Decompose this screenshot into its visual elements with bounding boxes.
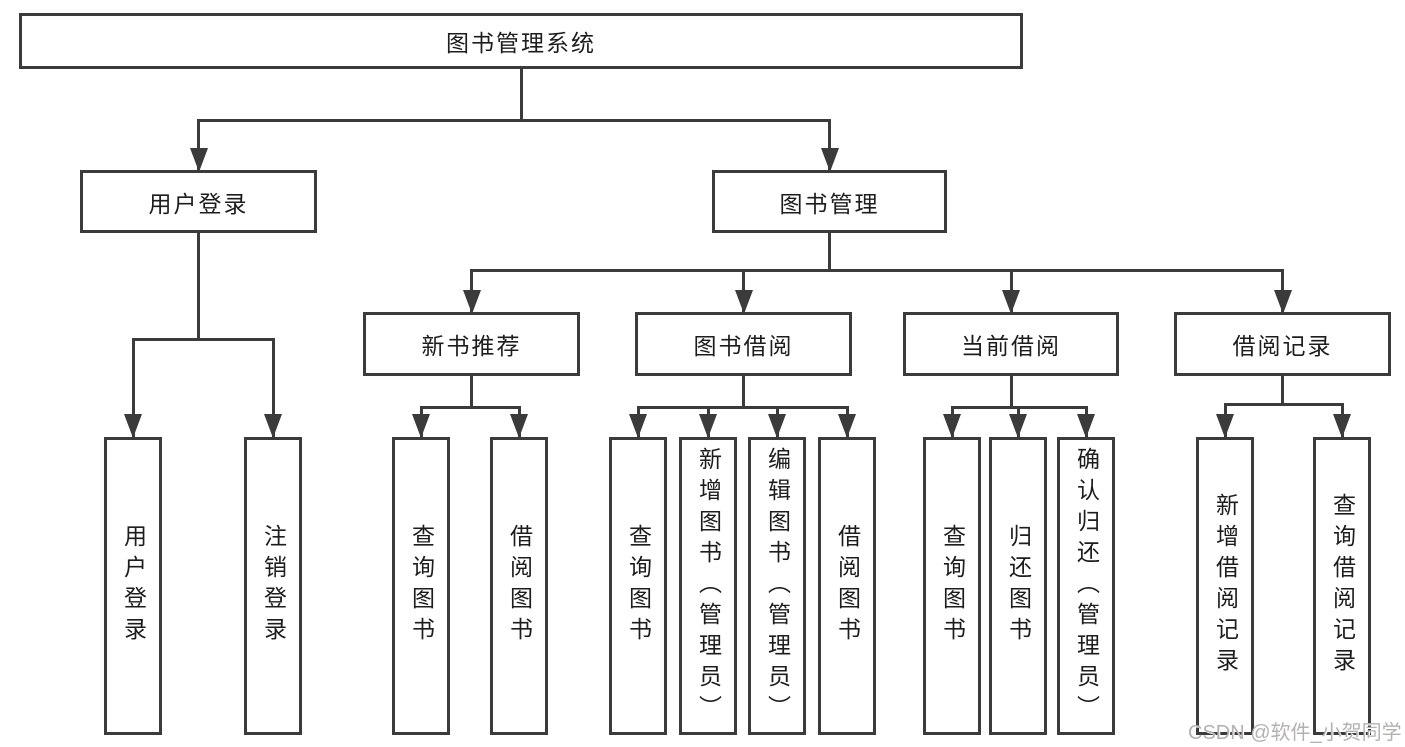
leaf-logout: 注销登录 — [244, 437, 302, 735]
connector-arrow-down — [1077, 406, 1095, 438]
csdn-watermark: CSDN @软件_小贺同学 — [1188, 722, 1402, 744]
connector-arrow-down — [820, 119, 839, 172]
leaf-label: 查询图书 — [625, 524, 652, 648]
connector-line-horizontal — [131, 338, 275, 341]
connector-arrow-down — [1216, 403, 1234, 438]
connector-arrow-down — [124, 338, 142, 438]
node-root-book-management-system: 图书管理系统 — [19, 13, 1023, 69]
leaf-label: 归还图书 — [1005, 524, 1032, 648]
connector-line-vertical — [1281, 374, 1284, 406]
connector-arrow-down — [768, 406, 786, 438]
leaf-label: 借阅图书 — [506, 524, 533, 648]
connector-arrow-down — [1009, 406, 1027, 438]
connector-line-vertical — [197, 231, 200, 341]
connector-line-horizontal — [470, 269, 1284, 272]
connector-line-vertical — [1009, 374, 1013, 409]
leaf-label: 查询图书 — [408, 524, 435, 648]
connector-line-vertical — [828, 231, 831, 272]
node-label: 当前借阅 — [961, 333, 1061, 359]
node-new-book-recommend: 新书推荐 — [363, 312, 580, 376]
connector-line-vertical — [470, 374, 473, 409]
connector-arrow-down — [1273, 269, 1292, 314]
leaf-borrow-books-recommend: 借阅图书 — [490, 437, 548, 735]
connector-arrow-down — [838, 406, 856, 438]
node-current-borrowing: 当前借阅 — [903, 312, 1119, 376]
leaf-label: 查询图书 — [939, 524, 966, 648]
leaf-query-books-recommend: 查询图书 — [392, 437, 450, 735]
connector-arrow-down — [264, 338, 282, 438]
node-label: 图书管理系统 — [446, 30, 596, 56]
node-user-login: 用户登录 — [80, 170, 317, 233]
connector-arrow-down — [1002, 269, 1020, 314]
connector-line-horizontal — [197, 119, 831, 122]
connector-arrow-down — [412, 406, 430, 438]
leaf-query-books-borrowing: 查询图书 — [609, 437, 667, 735]
leaf-user-login: 用户登录 — [104, 437, 162, 735]
leaf-query-books-current: 查询图书 — [923, 437, 981, 735]
leaf-add-books-admin: 新增图书（管理员） — [679, 437, 737, 735]
connector-line-vertical — [519, 68, 523, 122]
leaf-label: 借阅图书 — [834, 524, 861, 648]
node-label: 新书推荐 — [421, 333, 522, 359]
connector-line-vertical — [742, 374, 745, 409]
leaf-return-books: 归还图书 — [989, 437, 1047, 735]
leaf-label: 新增借阅记录 — [1212, 493, 1239, 679]
node-label: 借阅记录 — [1232, 333, 1333, 359]
leaf-label: 注销登录 — [260, 524, 287, 648]
leaf-confirm-return-admin: 确认归还（管理员） — [1057, 437, 1115, 735]
connector-arrow-down — [462, 269, 481, 314]
leaf-label: 查询借阅记录 — [1329, 493, 1356, 679]
leaf-borrow-books: 借阅图书 — [818, 437, 876, 735]
connector-arrow-down — [510, 406, 528, 438]
node-book-management: 图书管理 — [712, 170, 947, 233]
leaf-label: 用户登录 — [120, 524, 147, 648]
leaf-edit-books-admin: 编辑图书（管理员） — [748, 437, 806, 735]
connector-arrow-down — [734, 269, 753, 314]
connector-line-horizontal — [1223, 403, 1344, 406]
connector-line-horizontal — [636, 406, 849, 409]
leaf-query-borrow-record: 查询借阅记录 — [1313, 437, 1371, 735]
connector-arrow-down — [943, 406, 961, 438]
node-label: 图书借阅 — [693, 333, 794, 359]
node-label: 用户登录 — [148, 190, 249, 217]
node-book-borrowing: 图书借阅 — [635, 312, 852, 376]
connector-arrow-down — [189, 119, 208, 172]
node-borrowing-records: 借阅记录 — [1174, 312, 1391, 376]
connector-arrow-down — [629, 406, 647, 438]
leaf-label: 编辑图书（管理员） — [764, 446, 791, 726]
node-label: 图书管理 — [779, 190, 880, 217]
leaf-label: 新增图书（管理员） — [695, 446, 722, 726]
connector-arrow-down — [1333, 403, 1351, 438]
leaf-label: 确认归还（管理员） — [1073, 446, 1100, 726]
connector-line-horizontal — [419, 406, 521, 409]
leaf-add-borrow-record: 新增借阅记录 — [1196, 437, 1254, 735]
connector-arrow-down — [699, 406, 717, 438]
